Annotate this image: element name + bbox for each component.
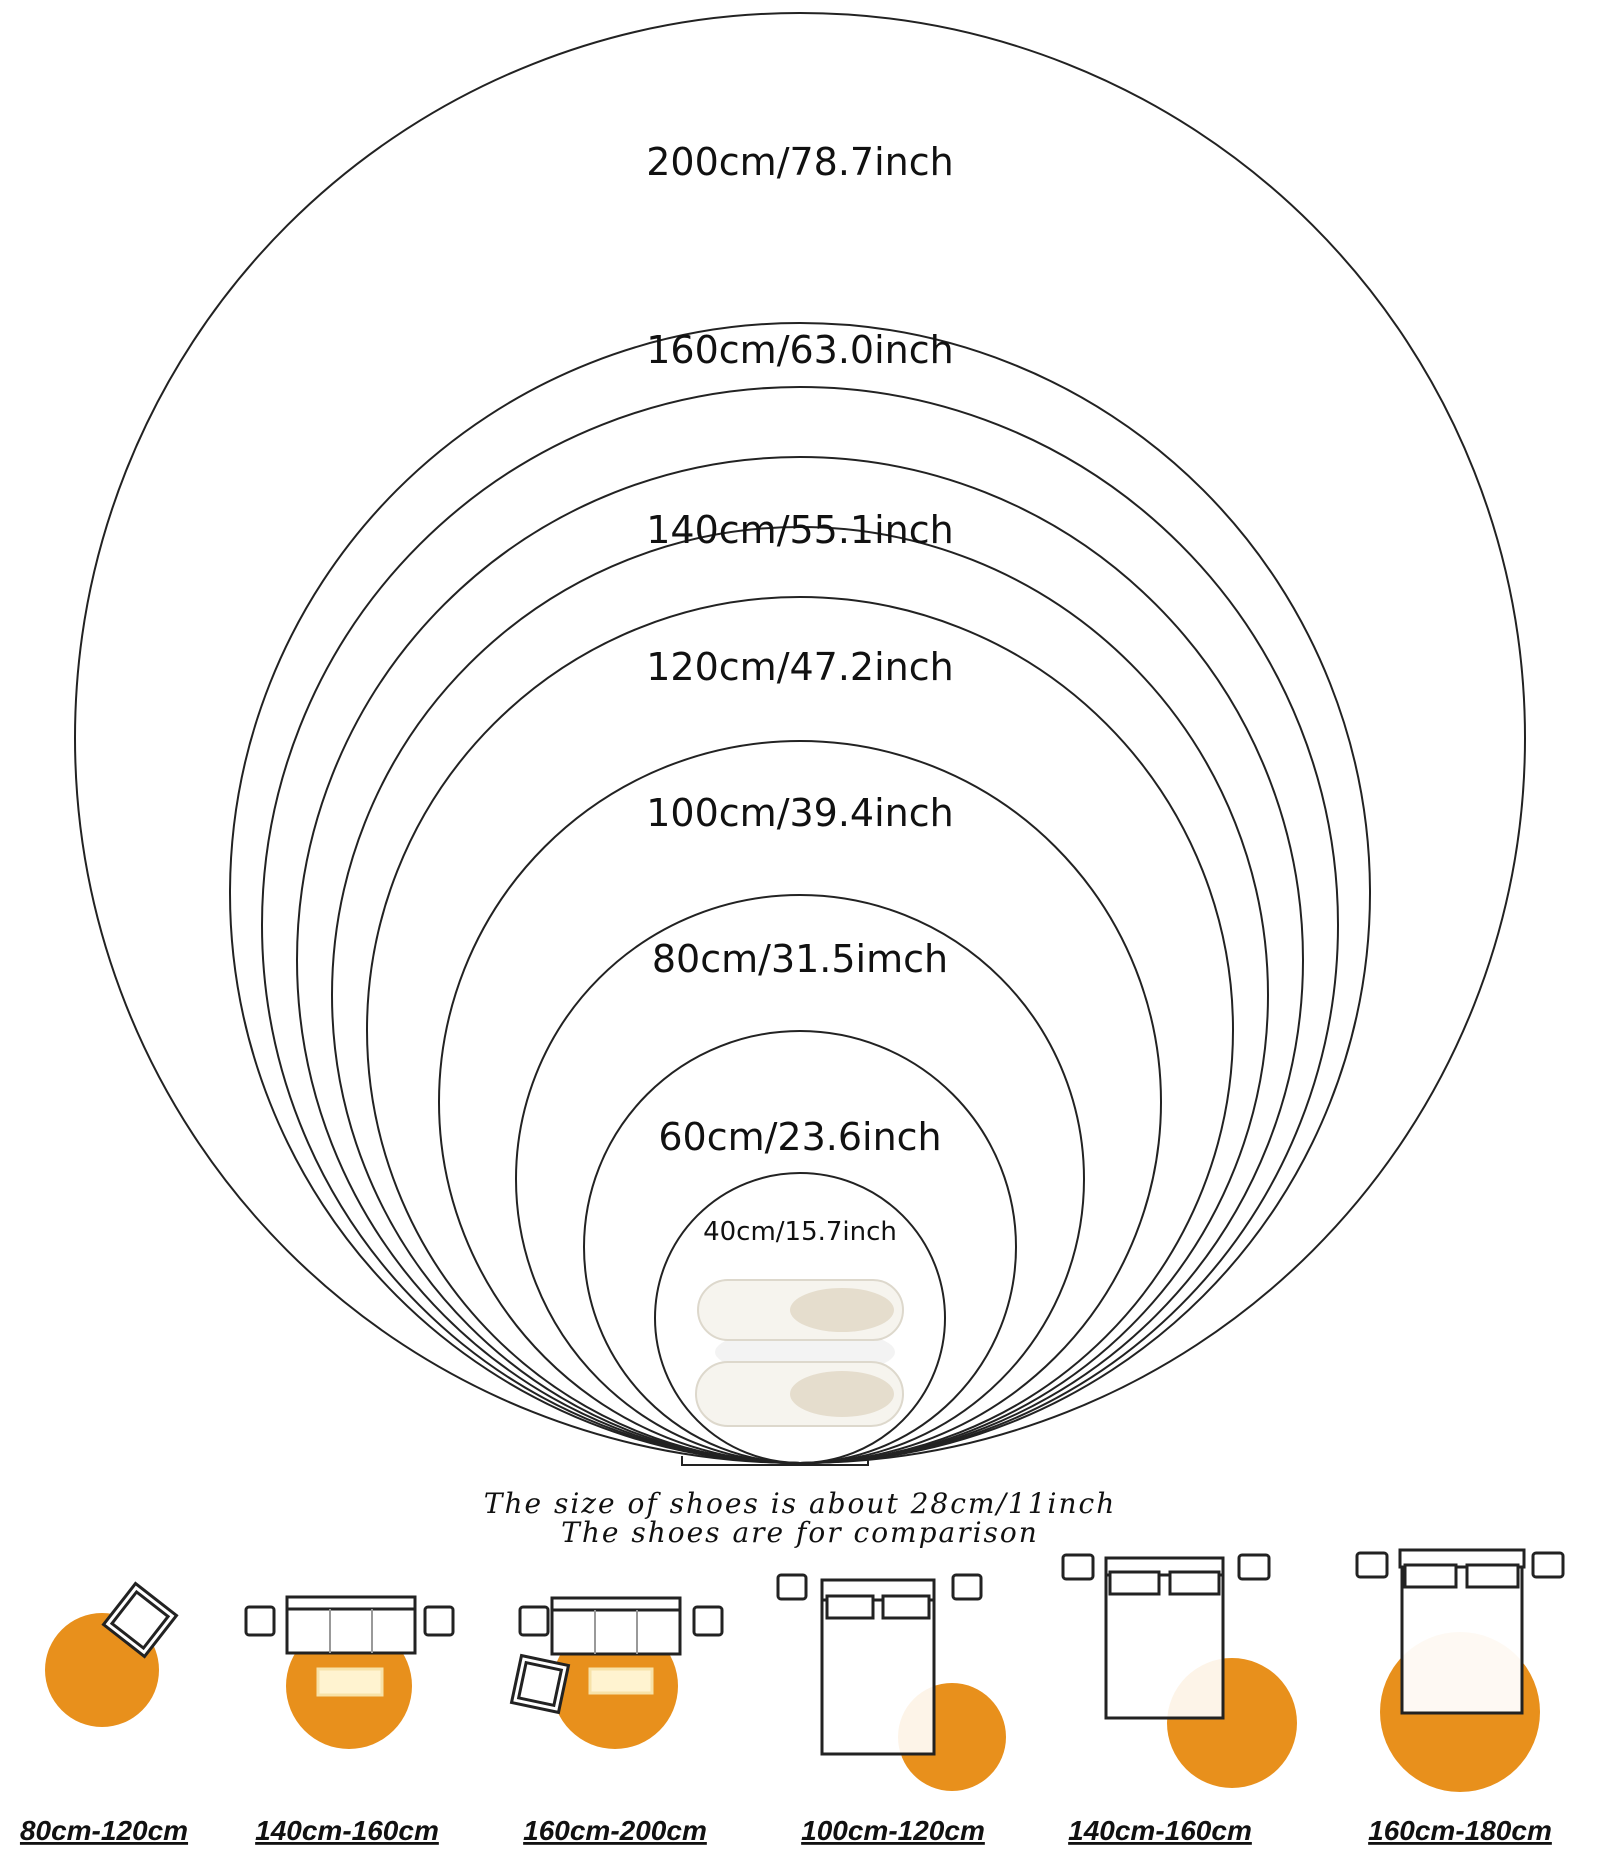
coffee-table-icon — [588, 1667, 654, 1695]
layout-sofa — [244, 1595, 455, 1749]
nightstand-icon — [1355, 1551, 1389, 1579]
bed-icon — [1104, 1556, 1225, 1720]
shoe-size-note: The size of shoes is about 28cm/11inch — [484, 1487, 1116, 1520]
side-table-icon — [692, 1605, 724, 1637]
layout-label: 160cm-200cm — [523, 1815, 707, 1846]
nightstand-icon — [1237, 1553, 1271, 1581]
label-40cm: 40cm/15.7inch — [703, 1217, 897, 1247]
layout-bed-large — [1355, 1548, 1565, 1792]
coffee-table-icon — [316, 1667, 384, 1697]
room-layouts — [45, 1548, 1565, 1792]
armchair-icon — [509, 1653, 571, 1715]
armchair-icon — [101, 1581, 179, 1659]
label-200cm: 200cm/78.7inch — [646, 140, 953, 184]
slippers-image — [695, 1279, 904, 1427]
label-160cm: 160cm/63.0inch — [646, 328, 953, 372]
sofa-icon — [285, 1595, 417, 1655]
side-table-icon — [423, 1605, 455, 1637]
size-circles — [74, 12, 1526, 1464]
layout-label: 140cm-160cm — [255, 1815, 439, 1846]
circle-40cm — [654, 1172, 946, 1464]
layout-bed-small — [776, 1573, 1006, 1791]
nightstand-icon — [951, 1573, 983, 1601]
nightstand-icon — [1531, 1551, 1565, 1579]
shoe-size-bracket — [681, 1456, 869, 1466]
label-60cm: 60cm/23.6inch — [658, 1115, 941, 1159]
bed-icon — [1398, 1548, 1526, 1715]
side-table-icon — [244, 1605, 276, 1637]
sofa-icon — [550, 1596, 682, 1656]
side-table-icon — [518, 1605, 550, 1637]
label-120cm: 120cm/47.2inch — [646, 645, 953, 689]
layout-bed-medium — [1061, 1553, 1297, 1788]
bed-icon — [820, 1578, 936, 1756]
layout-sofa-chair — [509, 1596, 724, 1749]
label-100cm: 100cm/39.4inch — [646, 791, 953, 835]
layout-label: 100cm-120cm — [801, 1815, 985, 1846]
layout-chair — [45, 1581, 179, 1727]
layout-label: 140cm-160cm — [1068, 1815, 1252, 1846]
layout-label: 80cm-120cm — [20, 1815, 188, 1846]
layout-label: 160cm-180cm — [1368, 1815, 1552, 1846]
label-140cm: 140cm/55.1inch — [646, 508, 953, 552]
nightstand-icon — [1061, 1553, 1095, 1581]
nightstand-icon — [776, 1573, 808, 1601]
comparison-note: The shoes are for comparison — [561, 1516, 1039, 1549]
label-80cm: 80cm/31.5imch — [652, 937, 948, 981]
